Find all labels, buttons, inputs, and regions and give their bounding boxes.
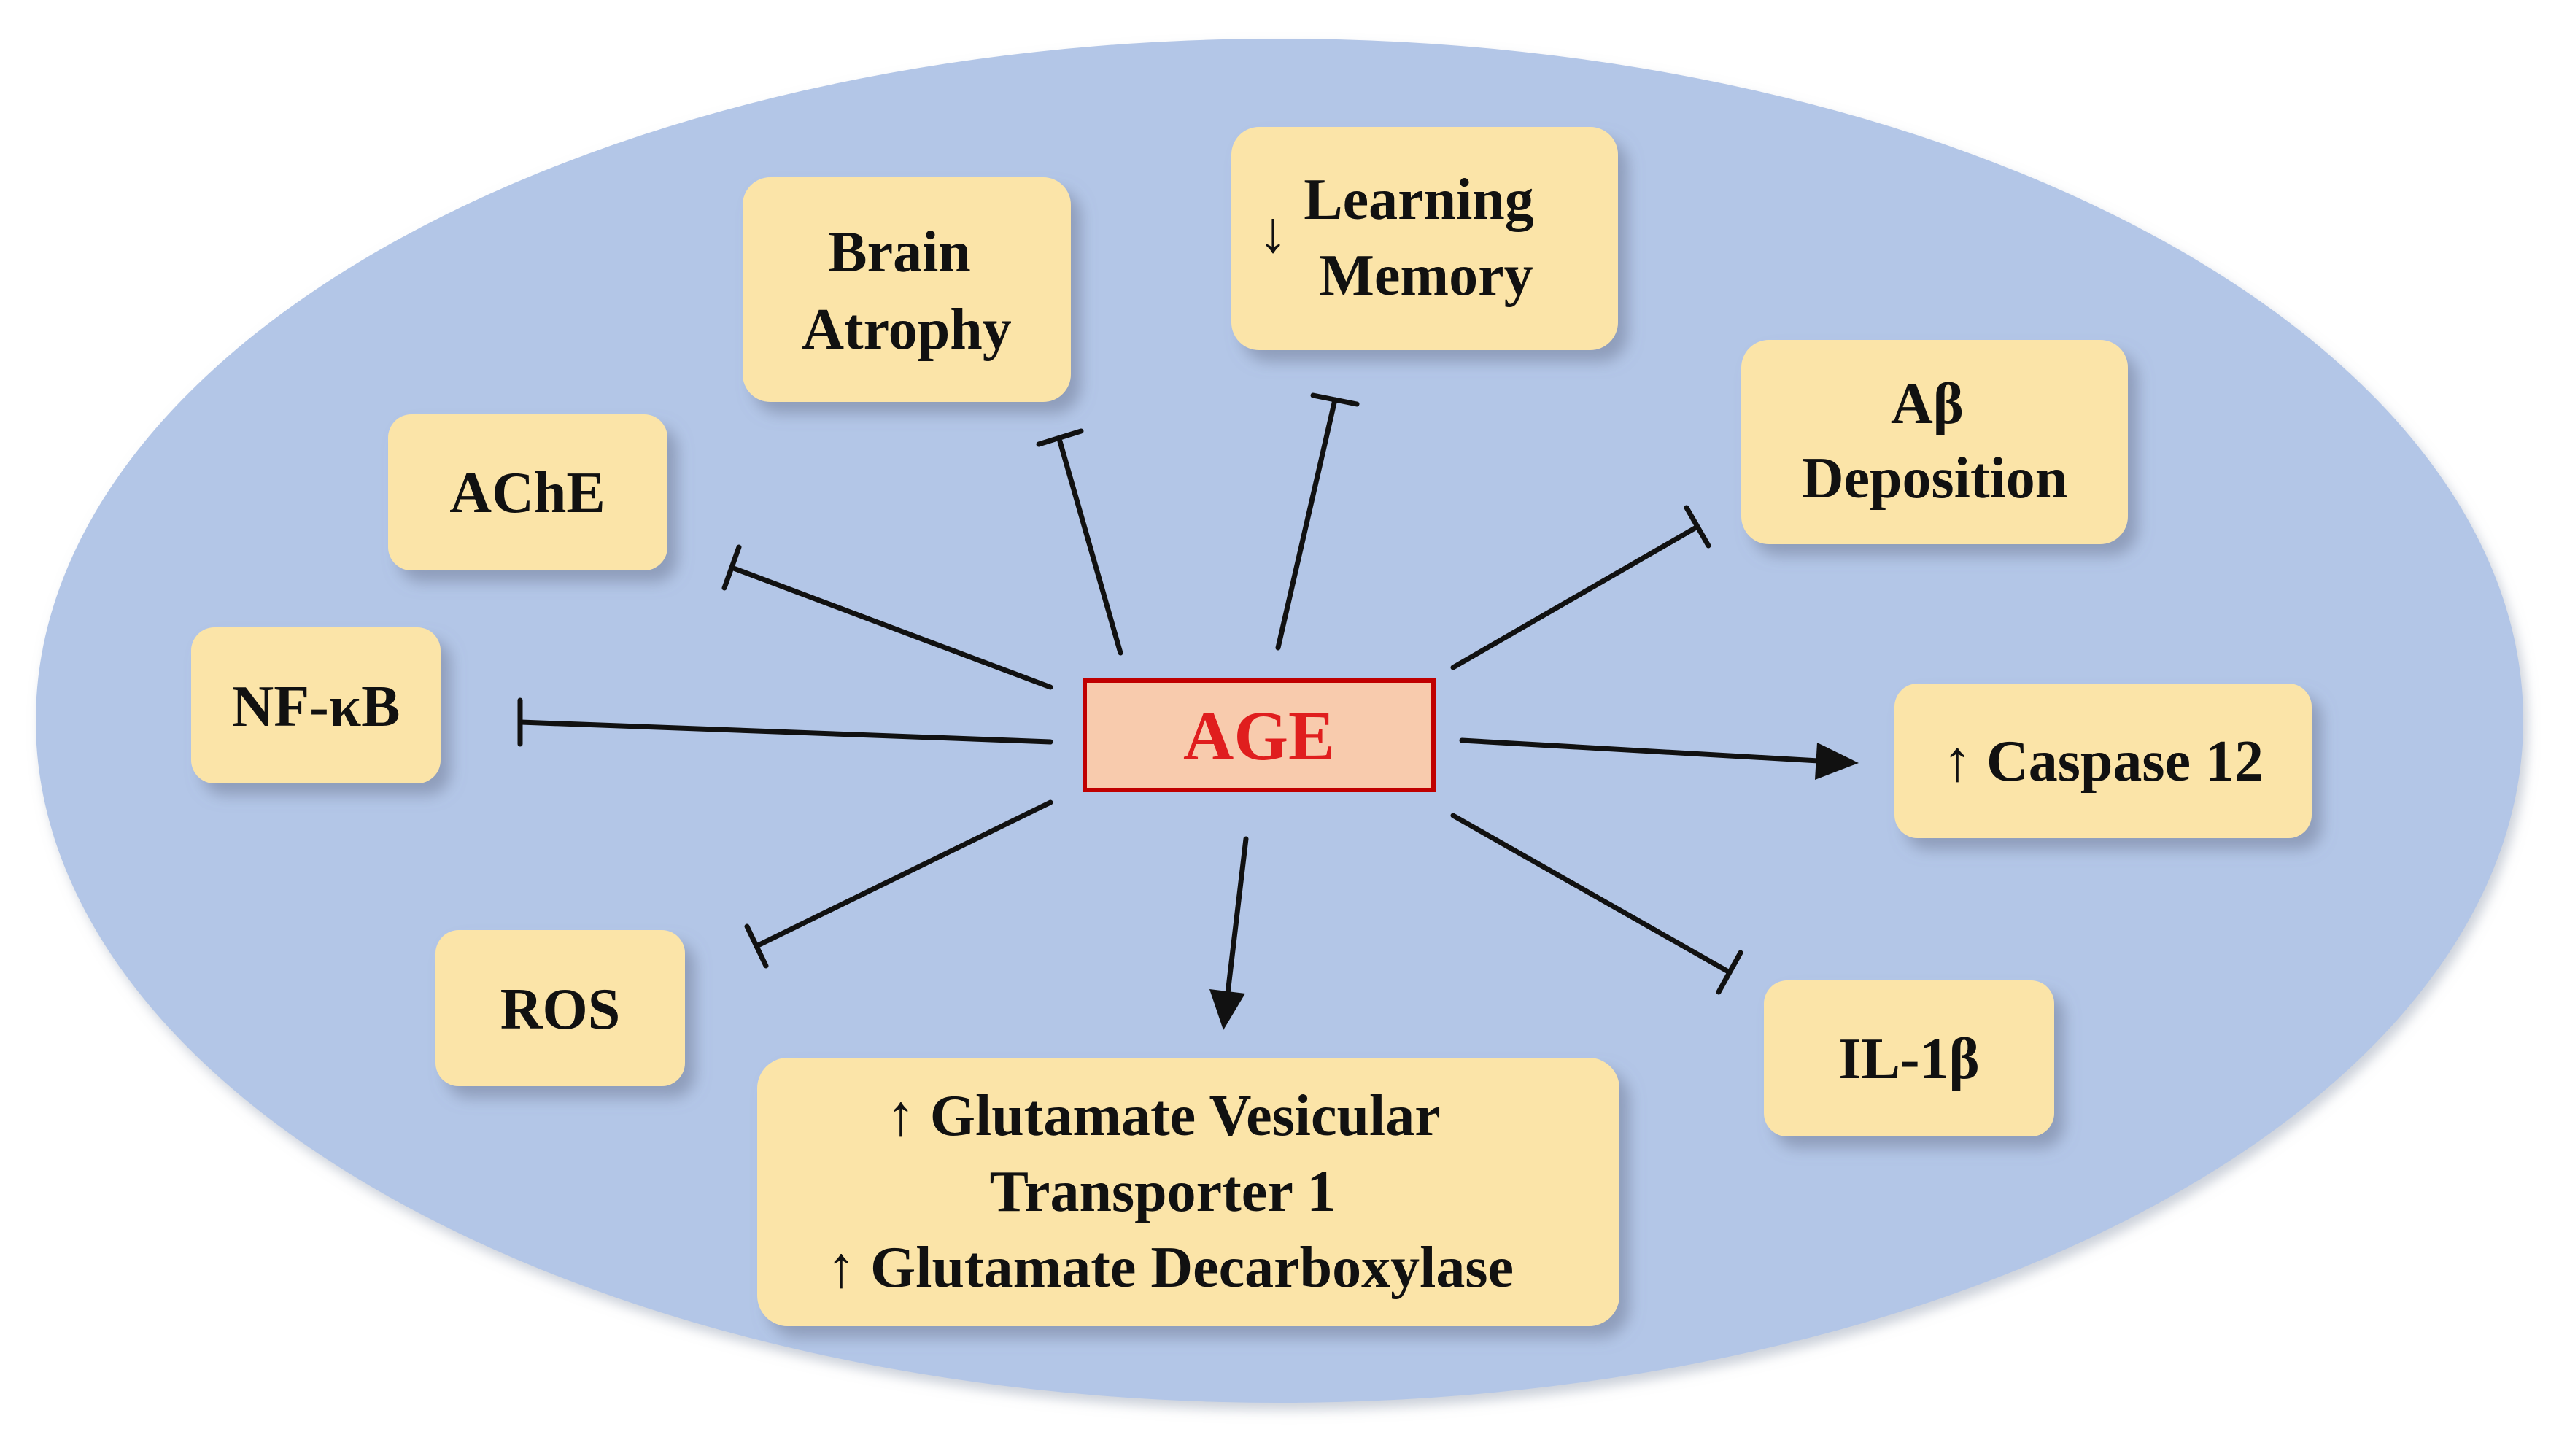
node-label-line: ↑ Glutamate Decarboxylase bbox=[826, 1236, 1514, 1300]
node-box bbox=[1231, 127, 1618, 350]
node-label-line: NF-κB bbox=[231, 675, 400, 739]
svg-text:ROS: ROS bbox=[500, 977, 621, 1042]
node-box bbox=[743, 177, 1071, 402]
svg-text:Aβ Deposition: Aβ Deposition bbox=[1802, 372, 2068, 511]
svg-text:NF-κB: NF-κB bbox=[231, 675, 400, 739]
node-box bbox=[1894, 684, 2312, 838]
node-label-line: AChE bbox=[449, 461, 605, 525]
node-label-line: Brain bbox=[828, 220, 971, 284]
center-label: AGE bbox=[1183, 697, 1335, 775]
edge-il1b bbox=[1450, 813, 1733, 975]
node-abeta: Aβ Deposition bbox=[1741, 340, 2128, 544]
edge-caspase bbox=[1459, 737, 1822, 764]
arrowhead-caspase bbox=[1815, 743, 1859, 780]
node-label-line: Memory bbox=[1319, 244, 1533, 308]
edge-learning-memory-bar bbox=[1310, 392, 1360, 407]
edge-ache bbox=[729, 565, 1053, 690]
svg-text:AChE: AChE bbox=[449, 461, 605, 525]
svg-text:Learning Memory: Learning Memory bbox=[1304, 168, 1549, 308]
svg-text:↑ Caspase 12: ↑ Caspase 12 bbox=[1943, 729, 2264, 794]
node-box bbox=[191, 627, 441, 783]
arrowhead-glutamate bbox=[1209, 989, 1245, 1030]
node-label-line: ↑ Caspase 12 bbox=[1943, 729, 2264, 794]
node-box bbox=[435, 930, 685, 1086]
node-label-line: IL-1β bbox=[1838, 1027, 1979, 1091]
svg-text:Brain Atrophy: Brain Atrophy bbox=[802, 220, 1011, 362]
node-label-line: Aβ bbox=[1891, 372, 1964, 436]
node-label-line: ROS bbox=[500, 977, 621, 1042]
edge-il1b-bar bbox=[1716, 950, 1743, 995]
edge-ros bbox=[754, 799, 1053, 949]
node-box bbox=[1764, 980, 2054, 1136]
node-glutamate: ↑ Glutamate Vesicular Transporter 1 ↑ Gl… bbox=[757, 1058, 1619, 1326]
node-brain-atrophy: Brain Atrophy bbox=[743, 177, 1071, 402]
center-node-age: AGE bbox=[1083, 678, 1436, 792]
node-label-line: Learning bbox=[1304, 168, 1534, 232]
edge-learning-memory bbox=[1275, 397, 1338, 651]
edge-glutamate bbox=[1225, 836, 1249, 996]
node-label-line: ↑ Glutamate Vesicular bbox=[886, 1084, 1440, 1148]
node-label-line: Transporter 1 bbox=[990, 1160, 1336, 1224]
node-box bbox=[388, 414, 667, 570]
down-arrow-icon: ↓ bbox=[1258, 201, 1288, 265]
node-label-line: Deposition bbox=[1802, 446, 2068, 511]
node-box bbox=[757, 1058, 1619, 1326]
node-il1b: IL-1β bbox=[1764, 980, 2054, 1136]
node-label-line: Atrophy bbox=[802, 298, 1011, 362]
edge-brain-atrophy bbox=[1057, 438, 1123, 656]
edge-ache-bar bbox=[721, 544, 742, 591]
svg-text:↑ Glutamate Vesicular Tr: ↑ Glutamate Vesicular Transporter 1 ↑ Gl… bbox=[826, 1084, 1514, 1300]
node-caspase: ↑ Caspase 12 bbox=[1894, 684, 2312, 838]
node-box bbox=[1741, 340, 2128, 544]
node-ache: AChE bbox=[388, 414, 667, 570]
edge-abeta-bar bbox=[1684, 505, 1711, 549]
node-learning-memory: ↓ Learning Memory bbox=[1231, 127, 1618, 350]
center-box bbox=[1083, 678, 1436, 792]
edge-ros-bar bbox=[744, 923, 769, 969]
edges bbox=[517, 392, 1822, 996]
node-nfkb: NF-κB bbox=[191, 627, 441, 783]
edge-abeta bbox=[1450, 524, 1700, 670]
svg-text:IL-1β: IL-1β bbox=[1838, 1027, 1979, 1091]
edge-nfkb bbox=[518, 719, 1053, 745]
node-ros: ROS bbox=[435, 930, 685, 1086]
edge-brain-atrophy-bar bbox=[1036, 428, 1084, 447]
